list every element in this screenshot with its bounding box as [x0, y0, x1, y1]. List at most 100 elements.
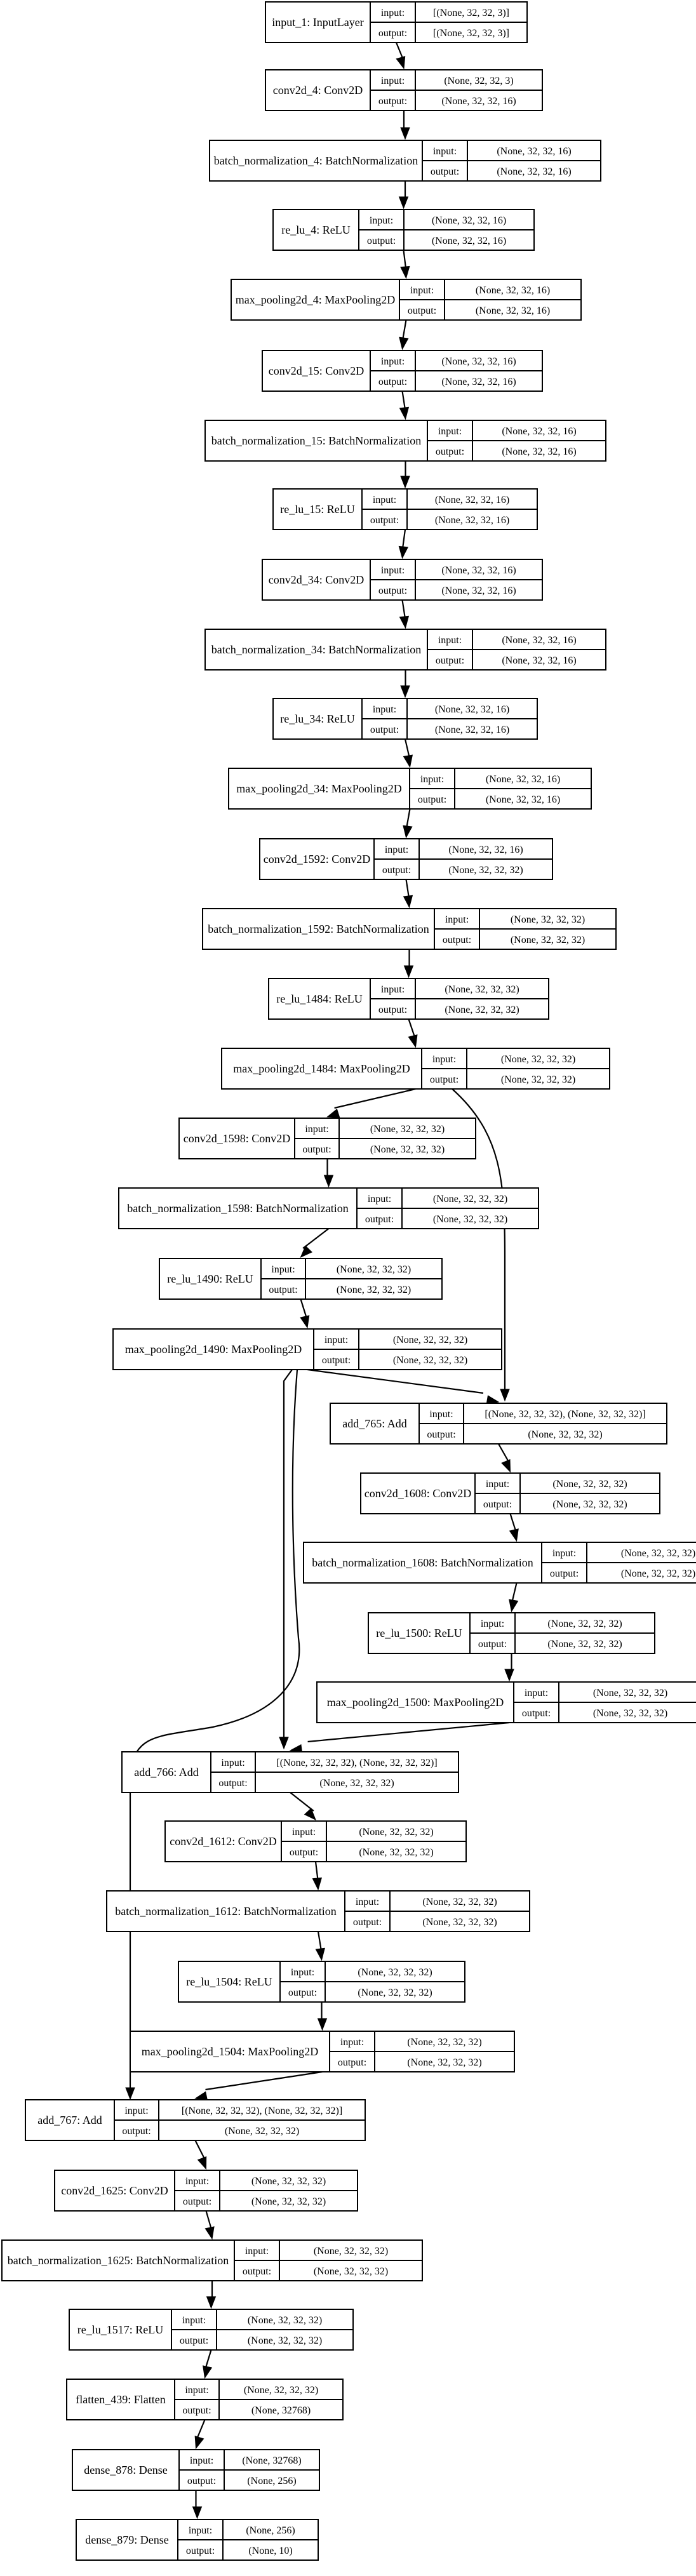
edge-re-lu-1484-to-max-pooling2d-1484	[408, 1018, 416, 1039]
arrow-head	[206, 2296, 217, 2309]
layer-name: flatten_439: Flatten	[76, 2393, 165, 2406]
output-shape: (None, 32, 32, 32)	[393, 1355, 467, 1366]
arrow-head	[304, 1808, 316, 1821]
input-shape: [(None, 32, 32, 32), (None, 32, 32, 32)]	[276, 1758, 437, 1768]
layer-node-batch-normalization-1598[interactable]: batch_normalization_1598: BatchNormaliza…	[118, 1187, 539, 1229]
layer-name: re_lu_1500: ReLU	[376, 1627, 462, 1639]
output-shape: (None, 32, 32, 16)	[435, 515, 509, 526]
layer-node-max-pooling2d-1490[interactable]: max_pooling2d_1490: MaxPooling2Dinput:ou…	[112, 1328, 502, 1370]
output-shape: (None, 32, 32, 16)	[441, 377, 516, 387]
input-label: input:	[356, 1897, 379, 1907]
output-label: output:	[427, 1429, 455, 1440]
layer-node-max-pooling2d-34[interactable]: max_pooling2d_34: MaxPooling2Dinput:outp…	[228, 768, 592, 810]
layer-node-flatten-439[interactable]: flatten_439: Flatteninput:output:(None, …	[66, 2379, 344, 2420]
output-label: output:	[187, 2476, 216, 2486]
input-shape: (None, 32, 32, 32)	[358, 1967, 432, 1978]
input-label: input:	[373, 495, 396, 505]
input-label: input:	[420, 774, 444, 785]
layer-node-batch-normalization-1592[interactable]: batch_normalization_1592: BatchNormaliza…	[202, 908, 617, 950]
layer-name: conv2d_1625: Conv2D	[61, 2184, 168, 2197]
output-shape: (None, 32, 32, 32)	[407, 2057, 481, 2068]
layer-name: max_pooling2d_4: MaxPooling2D	[236, 293, 396, 306]
layer-node-input-1[interactable]: input_1: InputLayerinput:output:[(None, …	[265, 1, 528, 43]
layer-name: input_1: InputLayer	[272, 16, 363, 29]
layer-box	[262, 559, 543, 601]
output-label: output:	[290, 1847, 318, 1858]
input-label: input:	[381, 356, 405, 367]
edge-batch-normalization-1608-to-re-lu-1500	[511, 1582, 518, 1603]
layer-name: max_pooling2d_1490: MaxPooling2D	[125, 1343, 302, 1356]
layer-node-batch-normalization-1608[interactable]: batch_normalization_1608: BatchNormaliza…	[303, 1542, 696, 1584]
input-shape: (None, 32, 32, 32)	[511, 914, 585, 925]
output-label: output:	[302, 1144, 331, 1155]
layer-node-max-pooling2d-4[interactable]: max_pooling2d_4: MaxPooling2Dinput:outpu…	[231, 279, 582, 321]
arrow-head	[500, 1389, 510, 1402]
output-label: output:	[269, 1285, 297, 1295]
layer-node-max-pooling2d-1500[interactable]: max_pooling2d_1500: MaxPooling2Dinput:ou…	[316, 1681, 696, 1723]
edge-add-765-to-conv2d-1608	[498, 1443, 510, 1464]
arrow-head	[192, 2506, 203, 2519]
edge-conv2d-34-to-batch-normalization-34	[401, 599, 406, 620]
output-label: output:	[436, 655, 464, 666]
arrow-head	[396, 56, 406, 70]
input-shape: (None, 32, 32, 32)	[393, 1335, 467, 1345]
input-label: input:	[325, 1335, 348, 1345]
arrow-head	[501, 1458, 511, 1473]
edge-batch-normalization-1598-to-re-lu-1490	[302, 1228, 330, 1249]
output-label: output:	[218, 1778, 247, 1789]
output-shape: (None, 32, 32, 32)	[547, 1639, 622, 1650]
layer-node-max-pooling2d-1484[interactable]: max_pooling2d_1484: MaxPooling2Dinput:ou…	[221, 1048, 610, 1090]
layer-name: conv2d_4: Conv2D	[273, 84, 363, 97]
input-label: input:	[445, 914, 469, 925]
edge-add-766-to-conv2d-1612	[290, 1792, 314, 1812]
input-label: input:	[189, 2525, 212, 2536]
output-label: output:	[367, 236, 396, 246]
input-shape: (None, 32, 32, 32)	[251, 2176, 326, 2187]
layer-node-batch-normalization-34[interactable]: batch_normalization_34: BatchNormalizati…	[204, 629, 606, 671]
output-shape: (None, 32, 32, 16)	[432, 236, 506, 246]
layer-name: add_765: Add	[342, 1417, 407, 1430]
arrow-head	[315, 1947, 325, 1961]
edge-re-lu-1490-to-max-pooling2d-1490	[300, 1298, 308, 1319]
input-label: input:	[305, 1124, 328, 1135]
output-shape: (None, 10)	[248, 2546, 292, 2556]
arrow-head	[399, 406, 410, 420]
output-shape: (None, 32, 32, 32)	[225, 2126, 299, 2137]
input-label: input:	[185, 2385, 208, 2396]
output-label: output:	[365, 1214, 394, 1225]
arrow-head	[509, 1528, 519, 1542]
layer-node-batch-normalization-4[interactable]: batch_normalization_4: BatchNormalizatio…	[209, 140, 601, 182]
layer-node-batch-normalization-1625[interactable]: batch_normalization_1625: BatchNormaliza…	[1, 2239, 423, 2281]
layer-name: re_lu_1490: ReLU	[167, 1272, 253, 1285]
input-label: input:	[429, 1409, 453, 1420]
input-shape: (None, 32, 32, 32)	[407, 2037, 481, 2048]
input-shape: (None, 32, 32, 16)	[441, 356, 516, 367]
layer-node-batch-normalization-1612[interactable]: batch_normalization_1612: BatchNormaliza…	[106, 1890, 530, 1932]
output-label: output:	[122, 2126, 151, 2137]
layer-node-max-pooling2d-1504[interactable]: max_pooling2d_1504: MaxPooling2Dinput:ou…	[130, 2031, 515, 2072]
layer-node-batch-normalization-15[interactable]: batch_normalization_15: BatchNormalizati…	[204, 420, 606, 462]
output-shape: (None, 32, 32, 32)	[248, 2335, 322, 2346]
input-shape: (None, 32, 32, 32)	[422, 1897, 497, 1907]
